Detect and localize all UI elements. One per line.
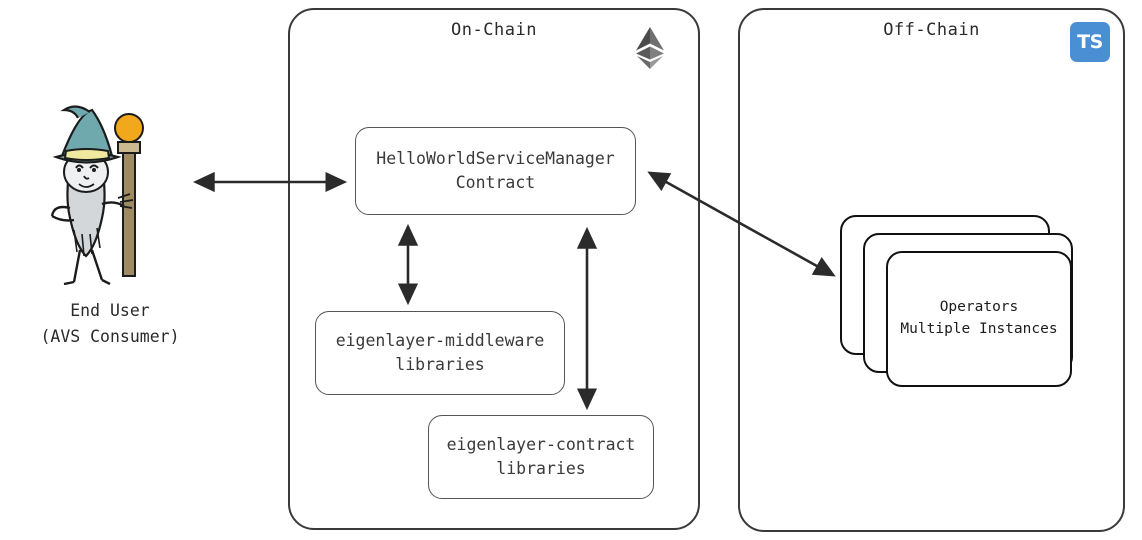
contract-libraries-label: eigenlayer-contract libraries <box>446 435 636 478</box>
contract-libraries-node[interactable]: eigenlayer-contract libraries <box>428 415 654 499</box>
typescript-badge-text: TS <box>1077 31 1103 53</box>
operators-label: Operators Multiple Instances <box>900 299 1058 337</box>
typescript-icon: TS <box>1070 22 1110 62</box>
operators-node[interactable]: Operators Multiple Instances <box>886 251 1072 387</box>
service-manager-node[interactable]: HelloWorldServiceManager Contract <box>355 127 636 215</box>
end-user-label: End User (AVS Consumer) <box>40 301 180 346</box>
on-chain-title: On-Chain <box>451 20 537 40</box>
off-chain-title: Off-Chain <box>883 20 980 40</box>
middleware-libraries-label: eigenlayer-middleware libraries <box>335 331 545 374</box>
service-manager-label: HelloWorldServiceManager Contract <box>376 149 615 192</box>
middleware-libraries-node[interactable]: eigenlayer-middleware libraries <box>315 311 565 395</box>
ethereum-icon <box>634 26 666 70</box>
wizard-icon <box>30 100 170 286</box>
